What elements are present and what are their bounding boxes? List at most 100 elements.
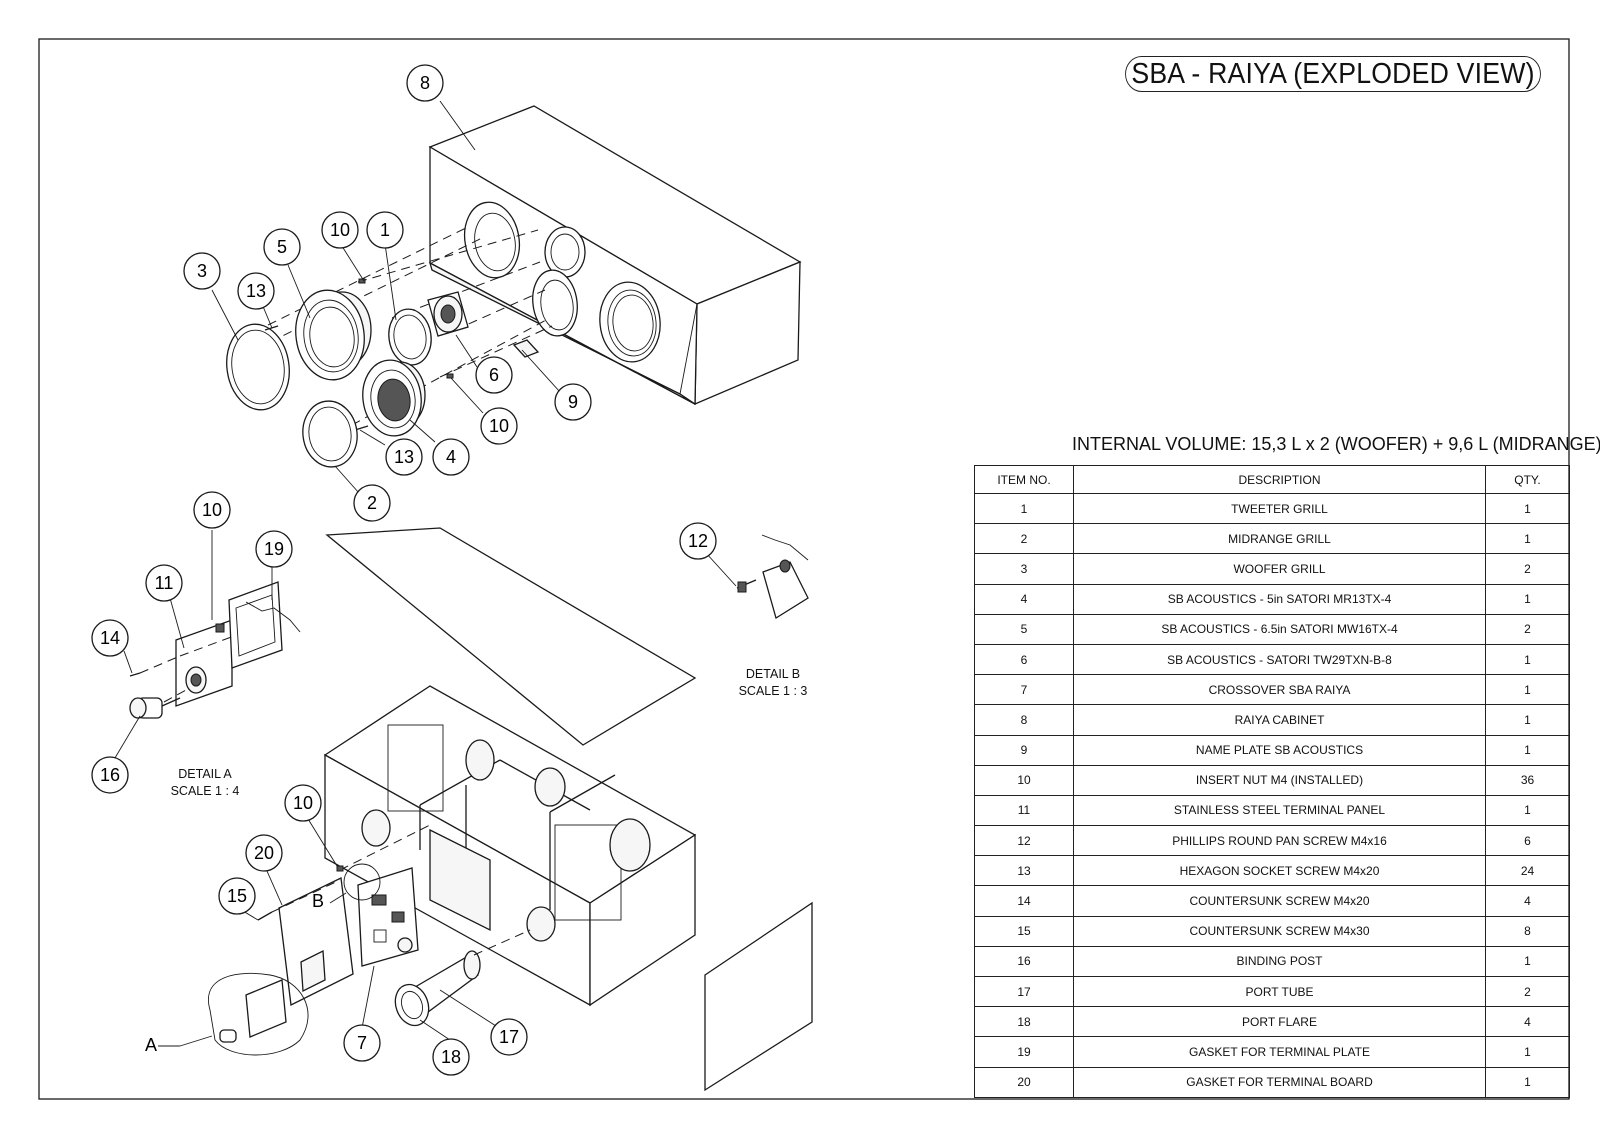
cell-description: SB ACOUSTICS - SATORI TW29TXN-B-8: [1073, 643, 1486, 676]
svg-text:13: 13: [246, 281, 266, 301]
cell-qty: 1: [1485, 704, 1570, 736]
cell-item: 17: [974, 975, 1074, 1008]
cabinet-interior-drawing: [323, 685, 697, 1007]
midrange-grill-drawing: [302, 400, 358, 468]
detail-a-letter: A: [145, 1035, 157, 1055]
baffle-panel-drawing: [325, 527, 697, 746]
cell-item: 20: [974, 1066, 1074, 1099]
callout-4: 4: [432, 438, 470, 476]
crossover-drawing: [357, 867, 419, 967]
callout-1: 1: [366, 211, 404, 249]
cell-qty: 1: [1485, 794, 1570, 827]
exploded-view-top: [226, 105, 802, 468]
cell-qty: 24: [1485, 855, 1570, 887]
cell-qty: 1: [1485, 734, 1570, 766]
back-panel-drawing: [704, 901, 813, 1092]
cell-item: 9: [974, 734, 1074, 766]
terminal-board-drawing: [278, 877, 354, 1006]
cell-qty: 36: [1485, 764, 1570, 796]
table-header-row: ITEM NO. DESCRIPTION QTY.: [974, 465, 1570, 494]
svg-text:17: 17: [499, 1027, 519, 1047]
cell-item: 2: [974, 523, 1074, 555]
cell-qty: 6: [1485, 825, 1570, 857]
svg-text:14: 14: [100, 628, 120, 648]
cell-qty: 1: [1485, 492, 1570, 525]
header-qty: QTY.: [1485, 465, 1570, 494]
svg-text:20: 20: [254, 843, 274, 863]
callout-14: 14: [91, 619, 129, 657]
callout-2: 2: [353, 484, 391, 522]
detail-a-name: DETAIL A: [178, 767, 232, 781]
detail-b-name: DETAIL B: [745, 667, 801, 681]
cell-item: 5: [974, 613, 1074, 645]
cell-description: BINDING POST: [1073, 945, 1486, 978]
detail-a-drawing: [129, 581, 301, 719]
cell-description: TWEETER GRILL: [1073, 492, 1486, 525]
cabinet-drawing: [428, 105, 802, 406]
svg-text:8: 8: [420, 73, 430, 93]
svg-text:9: 9: [568, 392, 578, 412]
tweeter-drawing: [427, 291, 469, 337]
cell-item: 3: [974, 553, 1074, 585]
svg-text:10: 10: [489, 416, 509, 436]
cell-description: PHILLIPS ROUND PAN SCREW M4x16: [1073, 825, 1486, 857]
detail-a-caption: DETAIL A SCALE 1 : 4: [155, 766, 255, 800]
detail-b-marker: [343, 863, 381, 901]
cell-qty: 4: [1485, 885, 1570, 917]
callout-12: 12: [679, 522, 717, 560]
cell-description: PORT TUBE: [1073, 975, 1486, 1008]
svg-text:18: 18: [441, 1047, 461, 1067]
callout-16: 16: [91, 756, 129, 794]
svg-text:3: 3: [197, 261, 207, 281]
detail-a-marker: [208, 972, 309, 1056]
cell-description: PORT FLARE: [1073, 1006, 1486, 1038]
midrange-drawing: [362, 359, 426, 437]
svg-text:5: 5: [277, 237, 287, 257]
callout-10: 10: [321, 211, 359, 249]
cell-description: WOOFER GRILL: [1073, 553, 1486, 585]
port-tube-drawing: [394, 950, 481, 1027]
detail-b-caption: DETAIL B SCALE 1 : 3: [723, 666, 823, 700]
cell-description: SB ACOUSTICS - 6.5in SATORI MW16TX-4: [1073, 613, 1486, 645]
cell-qty: 1: [1485, 583, 1570, 615]
cell-qty: 1: [1485, 945, 1570, 978]
detail-b-scale: SCALE 1 : 3: [738, 684, 808, 698]
svg-text:10: 10: [202, 500, 222, 520]
cell-qty: 1: [1485, 1036, 1570, 1068]
cell-qty: 4: [1485, 1006, 1570, 1038]
cell-description: COUNTERSUNK SCREW M4x30: [1073, 915, 1486, 947]
callout-18: 18: [432, 1038, 470, 1076]
callout-6: 6: [475, 356, 513, 394]
callout-8: 8: [406, 64, 444, 102]
cell-item: 11: [974, 794, 1074, 827]
svg-text:6: 6: [489, 365, 499, 385]
cell-description: STAINLESS STEEL TERMINAL PANEL: [1073, 794, 1486, 827]
cell-description: MIDRANGE GRILL: [1073, 523, 1486, 555]
callout-9: 9: [554, 383, 592, 421]
callouts: 8 10 1 5 3 13 6 9 10 13 4 2 10 19 11 14 …: [91, 64, 737, 1076]
callout-13: 13: [237, 272, 275, 310]
cell-description: GASKET FOR TERMINAL PLATE: [1073, 1036, 1486, 1068]
cell-description: COUNTERSUNK SCREW M4x20: [1073, 885, 1486, 917]
svg-text:11: 11: [155, 573, 174, 593]
cell-qty: 8: [1485, 915, 1570, 947]
detail-b-letter: B: [312, 891, 324, 911]
cell-item: 1: [974, 492, 1074, 525]
cell-item: 12: [974, 825, 1074, 857]
cell-item: 16: [974, 945, 1074, 978]
detail-a-scale: SCALE 1 : 4: [170, 784, 240, 798]
cell-item: 4: [974, 583, 1074, 615]
drawing-title: SBA - RAIYA (EXPLODED VIEW): [1125, 56, 1541, 92]
